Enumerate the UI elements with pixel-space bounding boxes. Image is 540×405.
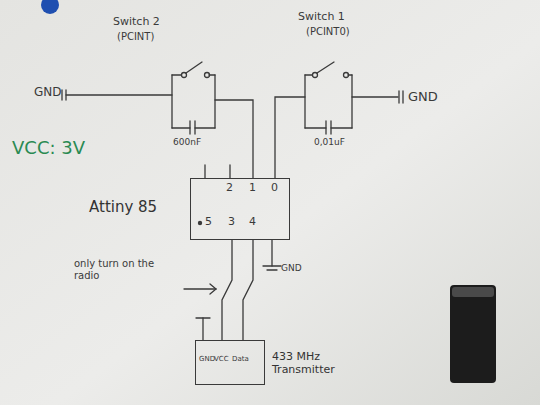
switch-name: Switch 2 (113, 16, 160, 29)
pin-number: 0 (271, 182, 278, 195)
pin-number: 3 (228, 216, 235, 229)
wires (62, 62, 403, 340)
capacitor-value: 600nF (173, 137, 201, 147)
ground-label: GND (408, 90, 438, 105)
pin-number: 1 (249, 182, 256, 195)
pin-function: (PCINT0) (306, 26, 350, 38)
pin-function: (PCINT) (117, 31, 154, 43)
capacitor-value: 0,01uF (314, 137, 345, 147)
pin-name: Data (232, 355, 249, 363)
eraser (450, 285, 496, 383)
ground-label: GND (34, 86, 62, 100)
note: only turn on the radio (74, 258, 179, 281)
signal-wire (222, 240, 232, 340)
switch-name: Switch 1 (298, 11, 345, 24)
magnet (41, 0, 59, 14)
pin-name: GND (199, 355, 215, 363)
supply-note: VCC: 3V (12, 138, 85, 159)
module-name: 433 MHz Transmitter (272, 351, 334, 376)
ground-label: GND (281, 263, 302, 273)
pin-number: 2 (226, 182, 233, 195)
pin-number: 4 (249, 216, 256, 229)
pin-name: VCC (214, 355, 229, 363)
signal-wire (243, 240, 253, 340)
pin1-dot (198, 221, 202, 225)
chip-name: Attiny 85 (89, 199, 157, 216)
pin-number: 5 (205, 216, 212, 229)
